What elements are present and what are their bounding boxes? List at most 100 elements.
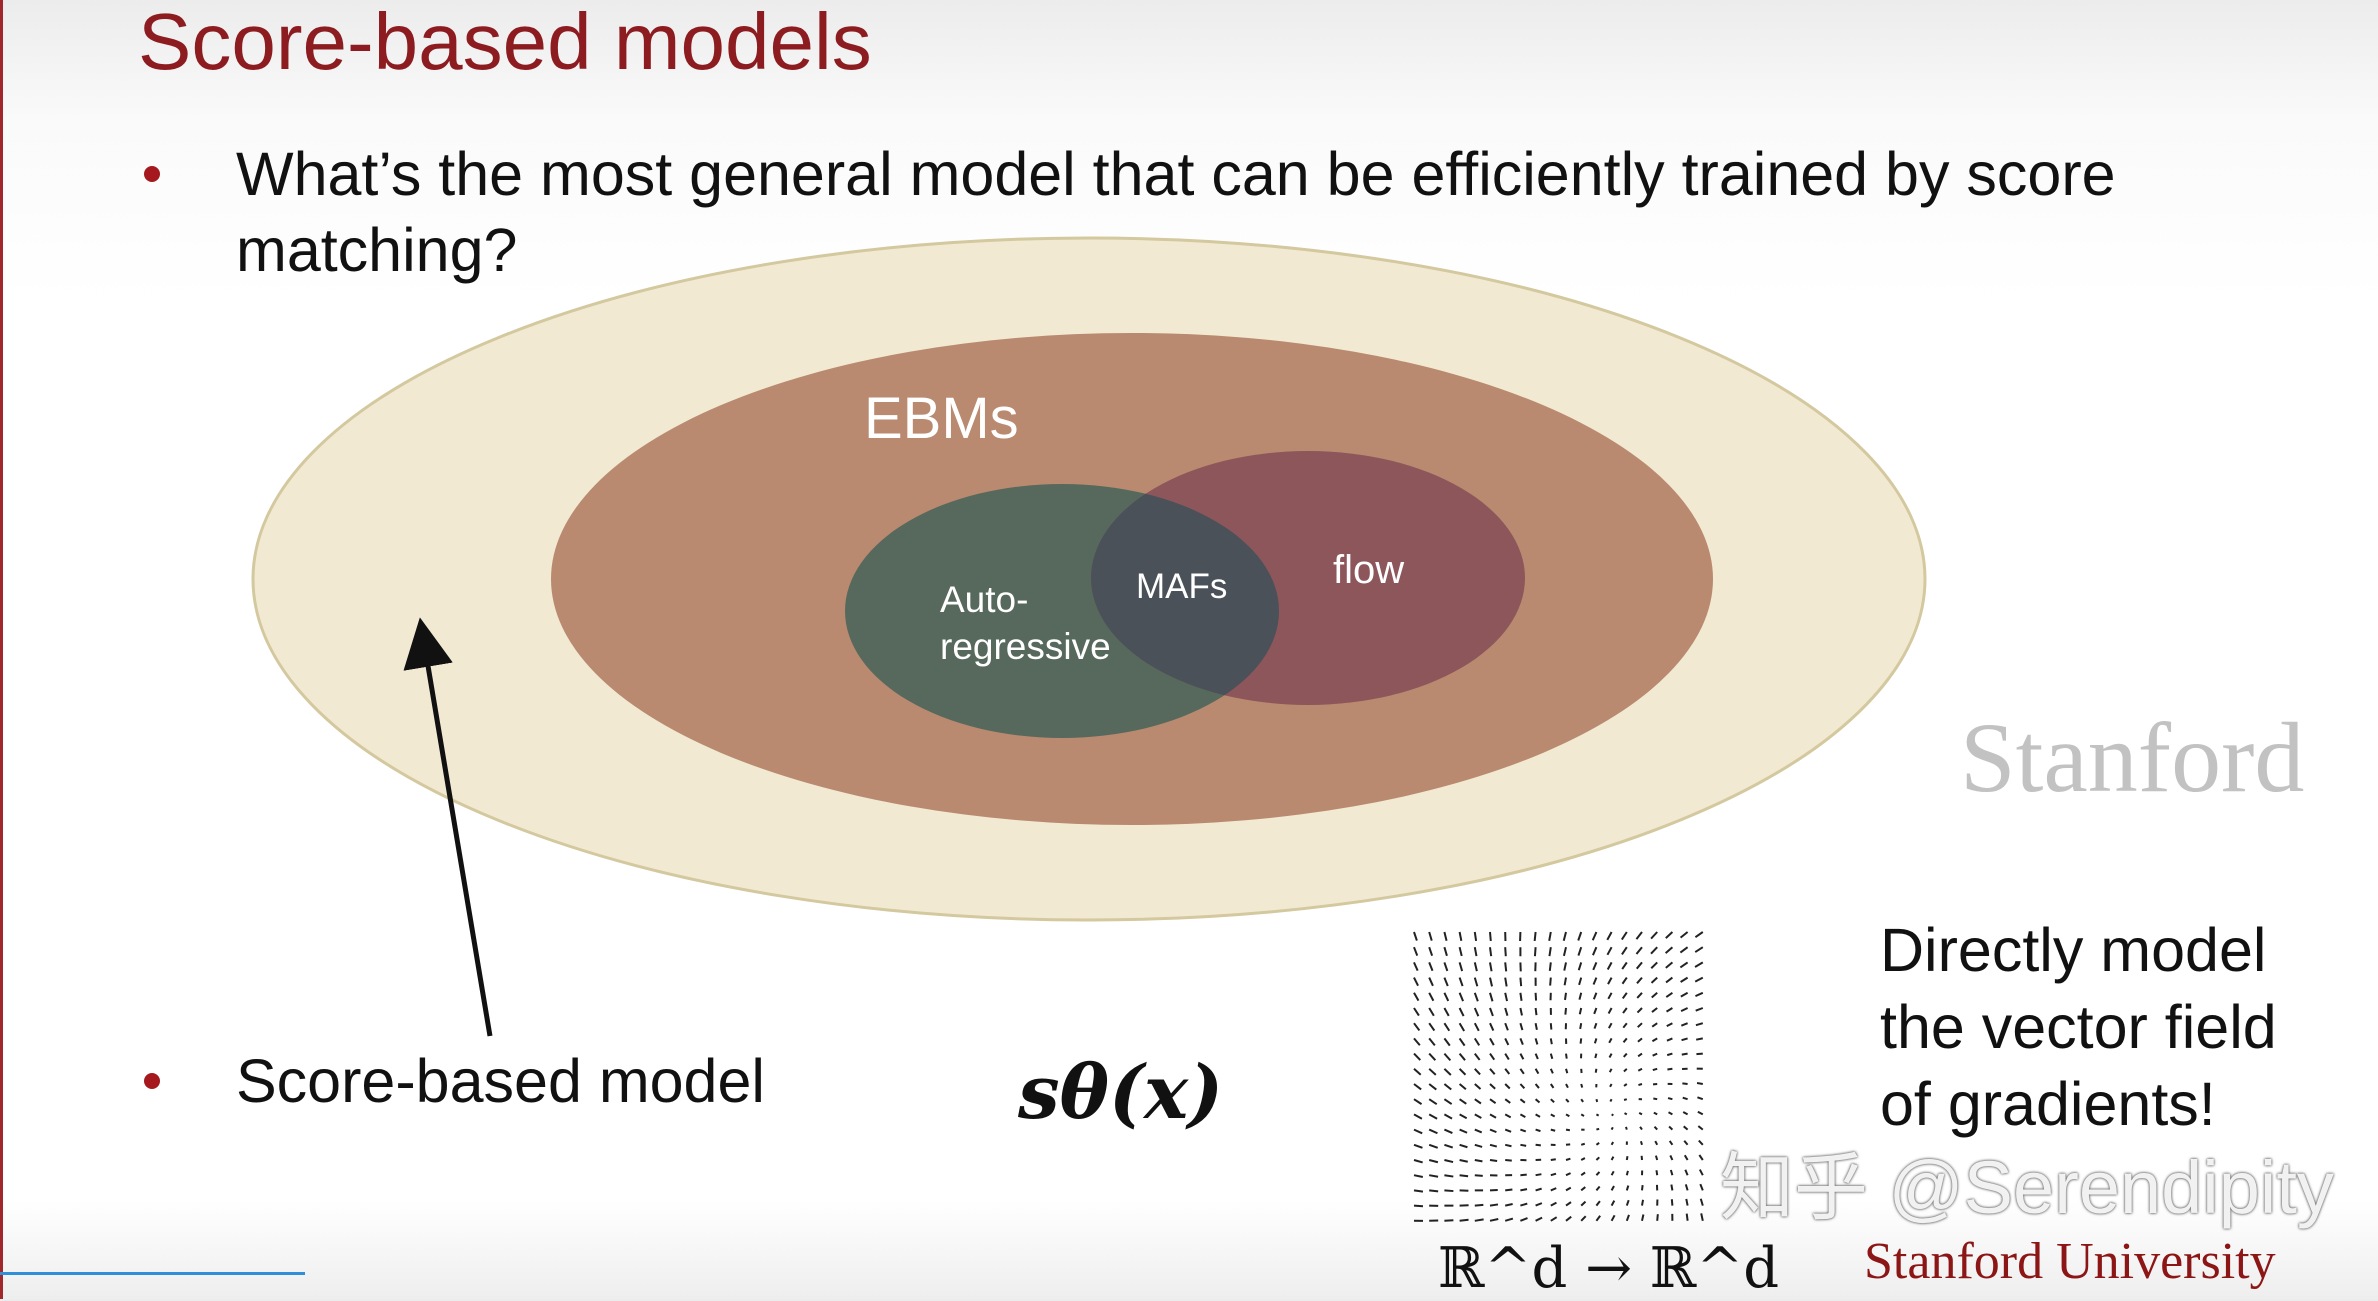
vector-arrow (1414, 1054, 1420, 1060)
vector-arrow (1701, 1199, 1703, 1206)
vector-arrow (1549, 932, 1551, 941)
vector-arrow (1429, 1008, 1434, 1016)
vector-arrow (1429, 1069, 1436, 1075)
vector-arrow (1414, 1130, 1422, 1134)
vector-arrow (1505, 1204, 1512, 1206)
vector-arrow (1595, 1054, 1596, 1058)
vector-arrow (1627, 1186, 1629, 1191)
stanford-university-footer: Stanford University (1864, 1232, 2276, 1292)
caption-line: Directly model (1880, 912, 2277, 989)
vector-arrow (1653, 1099, 1657, 1100)
vector-arrow (1475, 1130, 1482, 1133)
vector-arrow (1490, 1084, 1495, 1089)
vector-arrow (1536, 1054, 1538, 1059)
vector-arrow (1460, 962, 1463, 971)
vector-arrow (1627, 1156, 1628, 1160)
vector-arrow (1581, 1187, 1585, 1190)
vector-arrow (1695, 962, 1703, 967)
vector-arrow (1642, 1200, 1643, 1206)
vector-arrow (1684, 1141, 1687, 1145)
vector-arrow (1607, 947, 1611, 955)
vector-arrow (1505, 1023, 1508, 1030)
vector-arrow (1520, 978, 1521, 987)
vector-arrow (1444, 993, 1448, 1001)
vector-arrow (1580, 1023, 1581, 1029)
vector-arrow (1638, 1054, 1642, 1057)
vector-arrow (1667, 1008, 1673, 1012)
vector-arrow (1551, 1099, 1554, 1102)
vector-arrow (1596, 1157, 1599, 1160)
vector-arrow (1490, 993, 1492, 1002)
vector-arrow (1505, 962, 1506, 971)
vector-arrow (1579, 962, 1581, 970)
vector-arrow (1414, 1114, 1422, 1118)
vector-arrow (1624, 1099, 1627, 1100)
vector-arrow (1444, 1023, 1449, 1031)
vector-arrow (1414, 993, 1418, 1001)
vector-arrow (1607, 932, 1611, 940)
vector-arrow (1596, 1114, 1598, 1115)
vector-arrow (1652, 1038, 1657, 1041)
vector-arrow (1696, 1023, 1703, 1025)
vector-arrow (1695, 947, 1703, 952)
vector-arrow (1612, 1127, 1613, 1129)
vector-arrow (1444, 1069, 1450, 1075)
vector-arrow (1414, 1069, 1421, 1075)
vector-arrow (1460, 1084, 1466, 1089)
vector-arrow (1429, 1114, 1437, 1118)
vector-arrow (1414, 932, 1417, 941)
vector-arrow (1460, 1130, 1467, 1133)
vector-arrow (1475, 1023, 1479, 1031)
vector-arrow (1642, 1185, 1643, 1190)
vector-arrow (1490, 978, 1492, 987)
vector-arrow (1429, 993, 1433, 1001)
vector-arrow (1578, 947, 1581, 955)
vector-arrow (1505, 1099, 1510, 1103)
vector-arrow (1668, 1098, 1672, 1099)
vector-arrow (1656, 1156, 1657, 1160)
vector-arrow (1655, 1127, 1658, 1130)
vector-arrow (1685, 1170, 1687, 1175)
vector-arrow (1551, 1084, 1554, 1088)
vector-arrow (1623, 1023, 1627, 1027)
vector-arrow (1414, 1008, 1419, 1016)
vector-arrow (1596, 1172, 1599, 1175)
vector-arrow (1612, 1215, 1615, 1220)
vector-arrow (1566, 1099, 1569, 1102)
vector-arrow (1564, 932, 1566, 941)
progress-line (0, 1272, 305, 1275)
vector-arrow (1414, 1145, 1422, 1148)
vector-arrow (1505, 1008, 1507, 1016)
vector-arrow (1608, 978, 1612, 985)
vector-arrow (1444, 1220, 1453, 1221)
vector-arrow (1699, 1155, 1702, 1160)
vector-arrow (1682, 1083, 1687, 1084)
vector-arrow (1626, 1127, 1627, 1130)
vector-arrow (1490, 1023, 1493, 1030)
vector-arrow (1565, 1008, 1566, 1015)
vector-arrow (1637, 993, 1642, 998)
vector-arrow (1700, 1184, 1702, 1190)
vector-arrow (1444, 1038, 1449, 1045)
vector-arrow (1594, 978, 1597, 985)
vector-arrow (1596, 1069, 1597, 1073)
vector-arrow (1475, 1175, 1483, 1176)
vector-arrow (1520, 1114, 1525, 1117)
vector-arrow (1656, 1170, 1657, 1175)
vector-arrow (1536, 1114, 1540, 1116)
flow-label: flow (1333, 548, 1404, 592)
vector-arrow (1579, 993, 1581, 1000)
vector-arrow (1565, 978, 1566, 986)
vector-arrow (1667, 1054, 1672, 1056)
vector-arrow (1444, 1190, 1453, 1191)
vector-arrow (1490, 1204, 1498, 1205)
vector-arrow (1622, 932, 1627, 940)
vector-arrow (1623, 993, 1627, 999)
vector-arrow (1700, 1170, 1703, 1176)
vector-arrow (1429, 1145, 1438, 1148)
vector-arrow (1490, 1219, 1498, 1221)
vector-arrow (1610, 1069, 1612, 1072)
vector-arrow (1460, 1008, 1464, 1016)
vector-arrow (1520, 1204, 1527, 1206)
vector-arrow (1581, 1202, 1585, 1206)
